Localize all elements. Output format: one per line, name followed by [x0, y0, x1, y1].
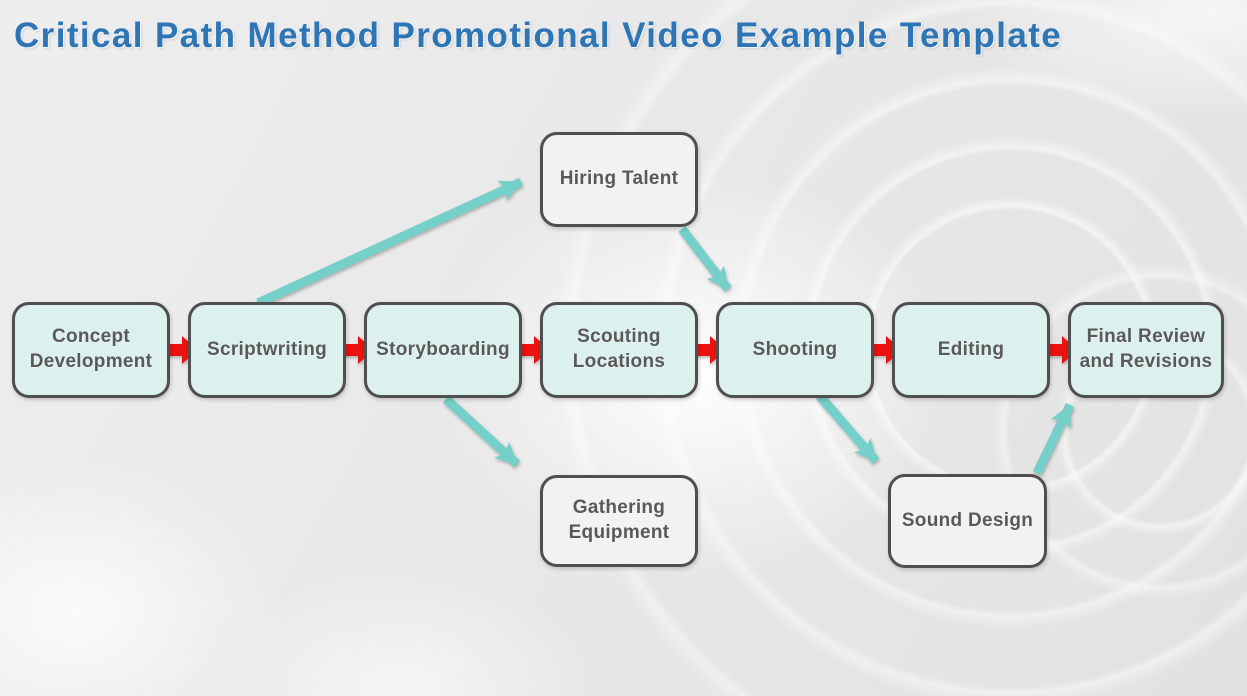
- node-label-gathering-equipment: Gathering Equipment: [568, 497, 670, 543]
- dependency-arrow-hiring-talent-to-shooting: [678, 226, 732, 292]
- node-concept-development: Concept Development: [12, 302, 170, 398]
- node-storyboarding: Storyboarding: [364, 302, 522, 398]
- slide-title: Critical Path Method Promotional Video E…: [14, 16, 1063, 55]
- node-scouting-locations: Scouting Locations: [540, 302, 698, 398]
- dependency-arrow-storyboarding-to-gathering-equipment: [442, 395, 521, 468]
- node-shooting: Shooting: [716, 302, 874, 398]
- node-hiring-talent: Hiring Talent: [540, 132, 698, 227]
- node-final-review: Final Review and Revisions: [1068, 302, 1224, 398]
- node-label-shooting: Shooting: [752, 338, 838, 360]
- node-label-editing: Editing: [937, 338, 1005, 360]
- node-label-sound-design: Sound Design: [901, 509, 1034, 531]
- dependency-arrow-shooting-to-sound-design: [815, 392, 880, 464]
- node-label-hiring-talent: Hiring Talent: [559, 168, 679, 190]
- node-label-scriptwriting: Scriptwriting: [206, 338, 327, 360]
- node-gathering-equipment: Gathering Equipment: [540, 475, 698, 567]
- dependency-arrow-sound-design-to-final-review: [1032, 403, 1075, 475]
- node-scriptwriting: Scriptwriting: [188, 302, 346, 398]
- node-label-final-review: Final Review and Revisions: [1079, 326, 1213, 372]
- node-editing: Editing: [892, 302, 1050, 398]
- node-sound-design: Sound Design: [888, 474, 1047, 568]
- node-label-scouting-locations: Scouting Locations: [572, 326, 666, 372]
- dependency-arrow-scriptwriting-to-hiring-talent: [256, 177, 523, 308]
- node-label-concept-development: Concept Development: [29, 326, 153, 372]
- node-label-storyboarding: Storyboarding: [376, 338, 510, 360]
